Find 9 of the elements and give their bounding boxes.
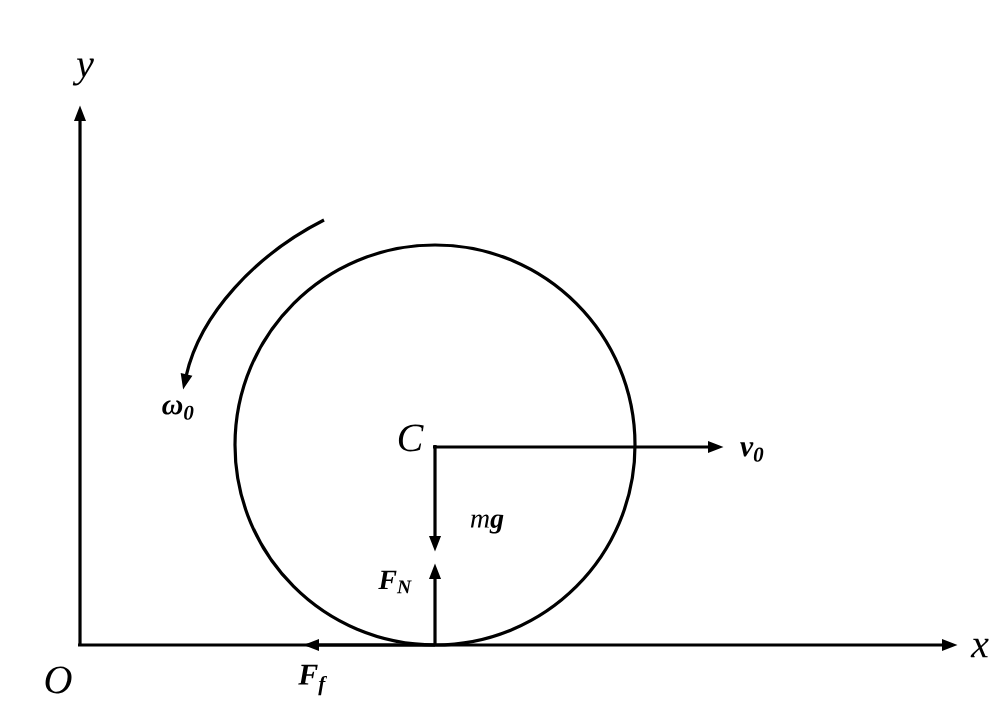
point-label: O [45, 666, 72, 694]
force-label: F$_{N}$ [378, 570, 412, 594]
angular-velocity-label: ω$_{0}$ [162, 400, 194, 420]
point-label: C [398, 424, 424, 452]
axis-label: y [72, 58, 94, 86]
force-label: F$_{f}$ [298, 664, 327, 696]
axis-label: x [970, 638, 989, 658]
force-label: mg [470, 514, 504, 534]
velocity-label: v$_{0}$ [740, 442, 764, 462]
